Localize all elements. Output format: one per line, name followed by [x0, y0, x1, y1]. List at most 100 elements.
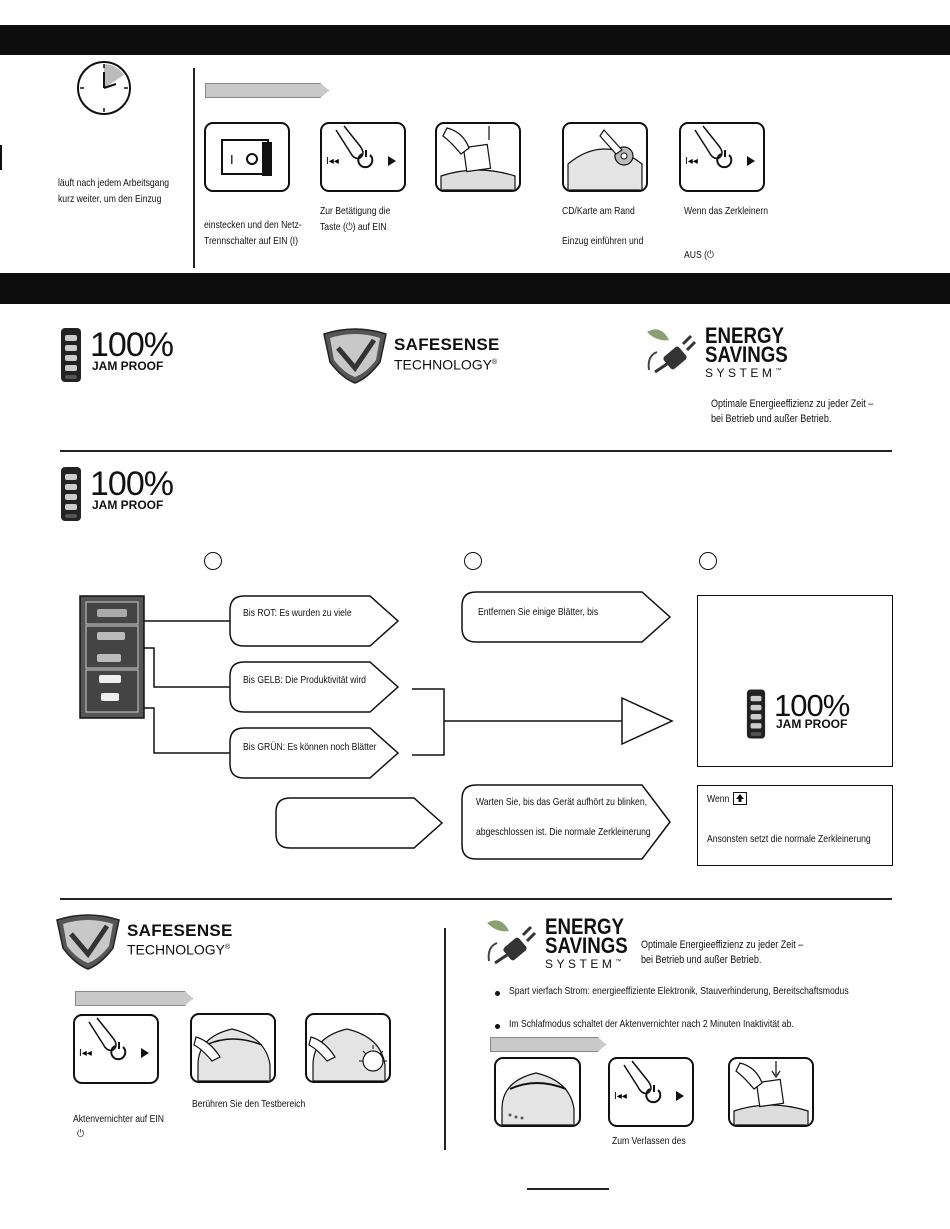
plug-leaf-icon	[647, 329, 697, 374]
step-tile-paper	[435, 122, 521, 192]
finger-press-icon: I◂◂	[685, 125, 755, 169]
safesense-tile-led	[305, 1013, 391, 1083]
wenn-text: Wenn	[707, 793, 730, 805]
shield-check-icon	[323, 328, 387, 384]
header-bar-top	[0, 25, 950, 55]
safesense-logo: SAFESENSE TECHNOLOGY®	[322, 326, 522, 384]
safesense-led-icon	[308, 1028, 387, 1081]
energy-line2: SAVINGS	[545, 933, 628, 958]
flow-green-text: Bis GRÜN: Es können noch Blätter	[243, 741, 377, 753]
energy-line1: ENERGY	[545, 914, 624, 939]
energy-line3: SYSTEM™	[545, 957, 622, 971]
flow-wait-line2: abgeschlossen ist. Die normale Zerkleine…	[476, 826, 651, 838]
bullet-dot-2	[495, 1021, 503, 1029]
cd-feed-icon	[567, 129, 643, 190]
section-tab	[205, 83, 329, 98]
jam-pct: 100%	[90, 326, 174, 364]
flow-red-text: Bis ROT: Es wurden zu viele	[243, 607, 352, 619]
step-circle-2	[464, 552, 482, 570]
energy-bullet-2: Im Schlafmodus schaltet der Aktenvernich…	[509, 1018, 794, 1030]
flow-diagram	[79, 591, 674, 860]
footer-rule	[527, 1188, 609, 1190]
energy-caption: Zum Verlassen des	[612, 1135, 686, 1147]
wenn-box: Wenn Ansonsten setzt die normale Zerklei…	[697, 785, 893, 866]
safesense-tab	[75, 991, 193, 1006]
flow-remove-text: Entfernen Sie einige Blätter, bis	[478, 606, 599, 618]
safesense-logo-2: SAFESENSE TECHNOLOGY®	[55, 912, 255, 970]
svg-text:I◂◂: I◂◂	[326, 156, 339, 167]
jam-label: JAM PROOF	[776, 717, 848, 731]
energy-line2: SAVINGS	[705, 342, 788, 367]
step-circle-3	[699, 552, 717, 570]
energy-tile-button: I◂◂	[608, 1057, 694, 1127]
rule-2	[60, 898, 892, 900]
clock-icon	[77, 61, 131, 115]
flow-wait-line1: Warten Sie, bis das Gerät aufhört zu bli…	[476, 796, 648, 808]
paper-feed-icon	[733, 1061, 809, 1125]
safesense-sub: TECHNOLOGY®	[394, 356, 498, 373]
bottom-divider	[444, 928, 446, 1150]
step-tile-button: I◂◂	[320, 122, 406, 192]
plug-leaf-icon	[487, 920, 537, 965]
energy-tile-paper	[728, 1057, 814, 1127]
finger-press-icon: I◂◂	[326, 125, 396, 169]
step-tile-cd	[562, 122, 648, 192]
jam-proof-logo-3: 100% JAM PROOF	[746, 688, 866, 740]
section-divider	[193, 68, 195, 268]
jam-label: JAM PROOF	[92, 498, 164, 512]
safesense-caption-on: Aktenvernichter auf EIN ⏻	[73, 1113, 164, 1140]
safesense-tile-button: I◂◂	[73, 1014, 159, 1084]
energy-line3: SYSTEM™	[705, 366, 782, 380]
jam-pct: 100%	[774, 688, 850, 723]
flow-yellow-text: Bis GELB: Die Produktivität wird	[243, 674, 366, 686]
safesense-title: SAFESENSE	[394, 335, 500, 354]
energy-top-text: Optimale Energieeffizienz zu jeder Zeit …	[711, 398, 874, 425]
jam-pct: 100%	[90, 465, 174, 503]
step-circle-1	[204, 552, 222, 570]
shield-check-icon	[56, 914, 120, 970]
safesense-tile-touch	[190, 1013, 276, 1083]
step5-caption-line2: AUS (⏻	[684, 249, 714, 261]
step5-caption-line1: Wenn das Zerkleinern	[684, 205, 769, 217]
safesense-sub: TECHNOLOGY®	[127, 941, 231, 958]
svg-text:I◂◂: I◂◂	[614, 1091, 627, 1102]
power-switch-icon: I	[221, 139, 272, 176]
energy-section-text: Optimale Energieeffizienz zu jeder Zeit …	[641, 939, 804, 966]
finger-press-icon: I◂◂	[614, 1060, 684, 1104]
reverse-key-icon	[733, 792, 747, 805]
energy-tab	[490, 1037, 606, 1052]
jam-meter-icon	[61, 328, 81, 382]
step4-caption-line2: Einzug einführen und	[562, 235, 644, 247]
jam-label: JAM PROOF	[92, 359, 164, 373]
jam-meter-icon	[746, 689, 766, 739]
step-tile-switch: I	[204, 122, 290, 192]
energy-line1: ENERGY	[705, 323, 784, 348]
bullet-dot-1	[495, 988, 503, 996]
step4-caption-line1: CD/Karte am Rand	[562, 205, 635, 217]
energy-savings-logo: ENERGY SAVINGS SYSTEM™	[643, 322, 803, 382]
energy-tile-shredder	[494, 1057, 581, 1127]
svg-text:I: I	[230, 152, 234, 167]
step-tile-button-off: I◂◂	[679, 122, 765, 192]
jam-proof-logo: 100% JAM PROOF	[60, 327, 180, 383]
rule-1	[60, 450, 892, 452]
energy-bullet-1: Spart vierfach Strom: energieeffiziente …	[509, 985, 849, 997]
safesense-title: SAFESENSE	[127, 921, 233, 940]
clock-text: läuft nach jedem Arbeitsgang kurz weiter…	[58, 177, 170, 205]
step1-caption: einstecken und den Netz- Trennschalter a…	[204, 219, 302, 247]
svg-text:I◂◂: I◂◂	[79, 1048, 92, 1059]
touch-area-icon	[193, 1028, 271, 1081]
header-bar-middle	[0, 273, 950, 304]
paper-feed-icon	[440, 126, 516, 190]
shredder-icon	[501, 1072, 575, 1125]
svg-text:I◂◂: I◂◂	[685, 156, 698, 167]
finger-press-icon: I◂◂	[79, 1017, 149, 1061]
step2-caption: Zur Betätigung die Taste (⏻) auf EIN	[320, 205, 391, 233]
safesense-caption-touch: Berühren Sie den Testbereich	[192, 1098, 306, 1110]
energy-savings-logo-2: ENERGY SAVINGS SYSTEM™	[483, 913, 643, 973]
jam-meter-icon	[61, 467, 81, 521]
margin-mark	[0, 145, 2, 170]
result-box: 100% JAM PROOF	[697, 595, 893, 767]
otherwise-text: Ansonsten setzt die normale Zerkleinerun…	[707, 833, 871, 845]
jam-proof-logo-2: 100% JAM PROOF	[60, 466, 180, 522]
